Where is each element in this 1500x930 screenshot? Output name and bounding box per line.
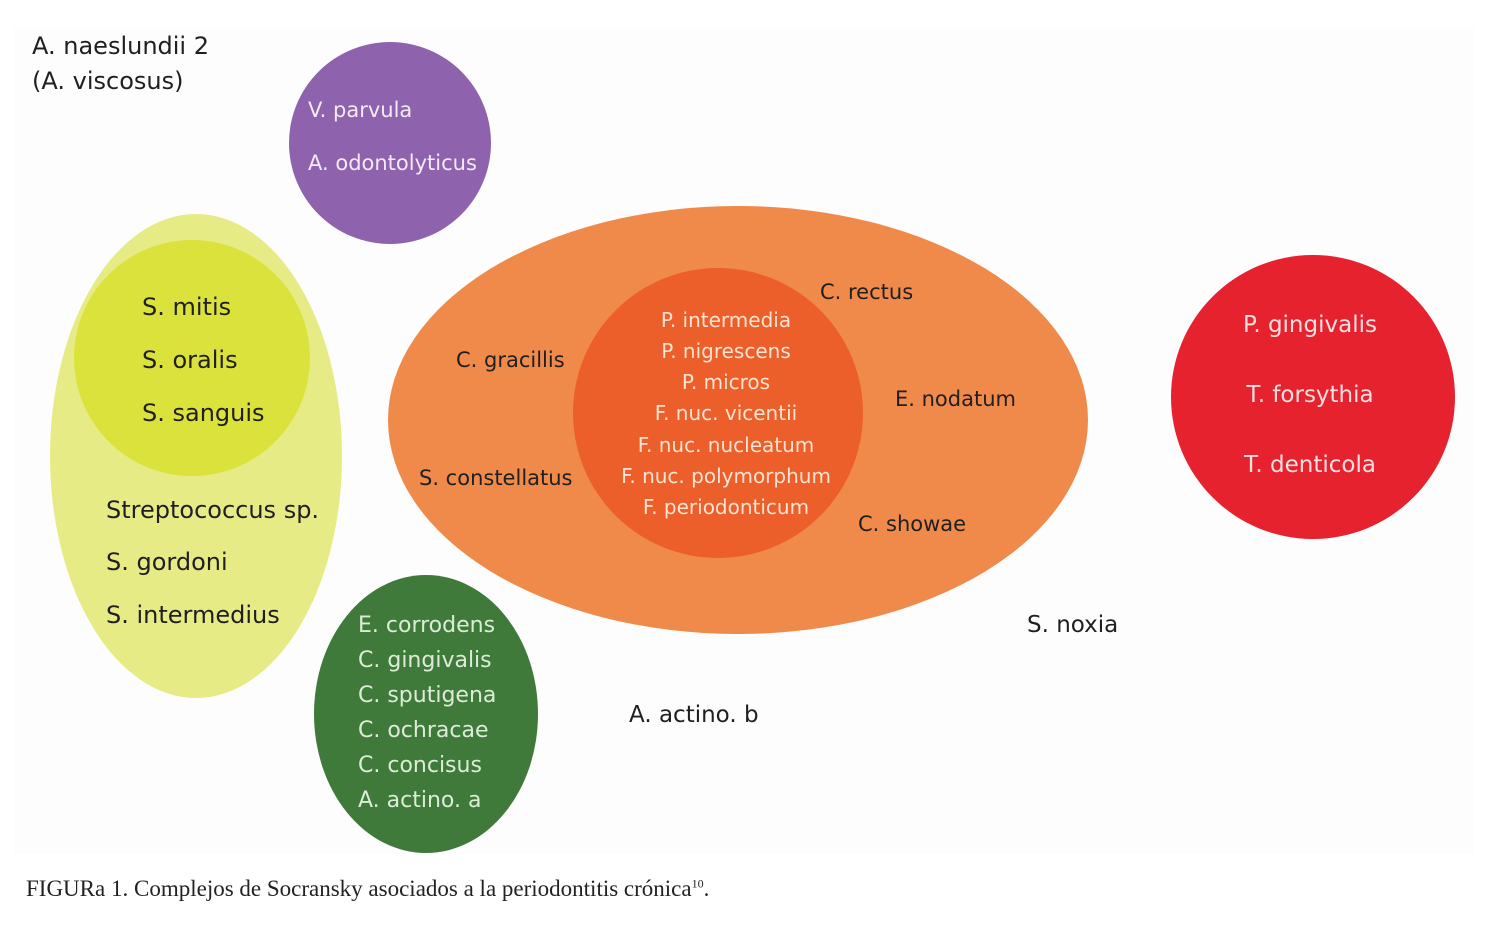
purple-species-1: V. parvula — [308, 98, 412, 122]
naeslundii-label: A. naeslundii 2 (A. viscosus) — [32, 32, 209, 95]
yellow-outer-labels: Streptococcus sp. S. gordoni S. intermed… — [106, 496, 319, 629]
orange-inner-species-6: F. nuc. polymorphum — [621, 464, 831, 488]
purple-complex-labels: V. parvula A. odontolyticus — [308, 98, 477, 175]
purple-species-2: A. odontolyticus — [308, 151, 477, 175]
yellow-inner-species-3: S. sanguis — [142, 399, 265, 427]
green-species-4: C. ochracae — [358, 718, 489, 743]
green-complex — [314, 575, 538, 853]
green-species-3: C. sputigena — [358, 683, 496, 708]
figure-caption: FIGURa 1. Complejos de Socransky asociad… — [26, 876, 709, 902]
caption-text: Complejos de Socransky asociados a la pe… — [133, 876, 692, 901]
orange-outer-e-nodatum: E. nodatum — [895, 387, 1016, 411]
yellow-outer-species-1: Streptococcus sp. — [106, 496, 319, 524]
red-species-3: T. denticola — [1243, 452, 1376, 478]
red-species-2: T. forsythia — [1245, 382, 1373, 408]
yellow-outer-species-2: S. gordoni — [106, 548, 228, 576]
yellow-outer-species-3: S. intermedius — [106, 601, 280, 629]
orange-inner-species-7: F. periodonticum — [643, 495, 809, 519]
figure-label: FIGURa 1. — [26, 876, 129, 901]
caption-reference: 10 — [691, 876, 704, 891]
red-species-1: P. gingivalis — [1243, 312, 1377, 338]
green-species-2: C. gingivalis — [358, 648, 492, 673]
orange-inner-species-5: F. nuc. nucleatum — [638, 433, 815, 457]
caption-end: . — [703, 876, 710, 901]
orange-inner-species-3: P. micros — [682, 370, 770, 394]
green-species-1: E. corrodens — [358, 613, 495, 638]
naeslundii-line-2: (A. viscosus) — [32, 67, 183, 95]
purple-complex — [289, 42, 491, 244]
free-labels: S. noxia A. actino. b — [629, 612, 1118, 728]
orange-inner-labels: P. intermedia P. nigrescens P. micros F.… — [621, 308, 831, 519]
green-species-5: C. concisus — [358, 753, 482, 778]
yellow-inner-species-2: S. oralis — [142, 346, 238, 374]
yellow-inner-labels: S. mitis S. oralis S. sanguis — [142, 293, 265, 427]
yellow-inner-species-1: S. mitis — [142, 293, 231, 321]
orange-outer-c-showae: C. showae — [858, 512, 966, 536]
s-noxia-label: S. noxia — [1027, 612, 1118, 638]
orange-outer-c-gracillis: C. gracillis — [456, 348, 565, 372]
orange-inner-species-1: P. intermedia — [661, 308, 791, 332]
orange-outer-labels: C. rectus C. gracillis E. nodatum S. con… — [419, 280, 1016, 536]
naeslundii-line-1: A. naeslundii 2 — [32, 32, 209, 60]
socransky-complexes-diagram: A. naeslundii 2 (A. viscosus) V. parvula… — [32, 32, 1455, 853]
orange-outer-s-constellatus: S. constellatus — [419, 466, 573, 490]
a-actino-b-label: A. actino. b — [629, 702, 759, 728]
red-complex — [1171, 255, 1455, 539]
orange-inner-species-4: F. nuc. vicentii — [655, 401, 797, 425]
orange-inner-complex — [573, 268, 863, 558]
yellow-inner-complex — [74, 240, 310, 476]
orange-outer-c-rectus: C. rectus — [820, 280, 913, 304]
green-species-6: A. actino. a — [358, 788, 481, 813]
red-complex-labels: P. gingivalis T. forsythia T. denticola — [1243, 312, 1377, 478]
green-complex-labels: E. corrodens C. gingivalis C. sputigena … — [358, 613, 496, 813]
orange-inner-species-2: P. nigrescens — [661, 339, 791, 363]
